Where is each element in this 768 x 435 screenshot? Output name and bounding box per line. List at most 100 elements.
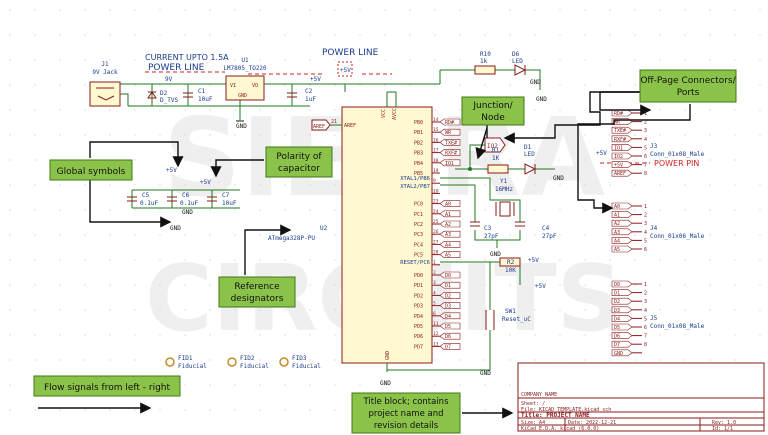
connector-pin-num: 6 <box>644 247 647 253</box>
resistor-r10: R10 1k <box>474 51 496 75</box>
sw1-value: Reset_uC <box>502 316 531 323</box>
c1-value: 10uF <box>198 96 213 103</box>
connector-net: D7 <box>614 342 620 348</box>
gnd-caps: GND <box>182 209 193 216</box>
title-block: COMPANY NAME Sheet: / File: KICAD_TEMPLA… <box>517 362 765 432</box>
svg-text:revision details: revision details <box>374 421 439 431</box>
u2-pin-num: 6 <box>433 311 436 317</box>
gnd-sw1: GND <box>480 370 491 377</box>
d6-ref: D6 <box>512 51 520 58</box>
connector-net: D4 <box>614 316 620 322</box>
svg-text:Node: Node <box>481 113 505 123</box>
tb-tool: KiCad E.D.A. kicad (6.0.0) <box>521 426 599 432</box>
plus5-flag-label: +5V <box>340 67 351 74</box>
tb-rev: Rev: 1.0 <box>712 420 736 426</box>
u2-pin-num: 2 <box>433 270 436 276</box>
connector-pin-num: 1 <box>644 111 647 117</box>
r2-value: 10K <box>505 267 516 274</box>
u2-left-pin-name: XTAL1/PB6 <box>400 176 430 182</box>
connector-net: RD# <box>614 111 623 117</box>
callout-offpage: Off-Page Connectors/ Ports <box>639 69 737 103</box>
aref-num: 21 <box>331 119 337 125</box>
svg-text:Reference: Reference <box>234 282 280 292</box>
u2-avcc: AVCC <box>392 108 398 120</box>
cap-c2: C2 1uF <box>287 88 316 103</box>
jack-j1: J1 9V Jack <box>89 61 121 107</box>
connector-net: D3 <box>614 308 620 314</box>
resistor-r1: R1 1K <box>487 147 509 174</box>
u2-vcc-wire <box>386 91 397 107</box>
u2-net-label: D6 <box>445 334 451 340</box>
d6-value: LED <box>512 58 523 65</box>
u2-value: ATmega328P-PU <box>268 235 315 242</box>
u2-pin-name: PD5 <box>414 324 423 330</box>
u2-pin-name: PD7 <box>414 344 423 350</box>
gnd-global: GND <box>170 225 181 232</box>
junction-dot <box>468 167 472 171</box>
fiducials: FID1 Fiducial FID2 Fiducial FID3 Fiducia… <box>165 355 321 370</box>
u2-pin-name: PC2 <box>414 222 423 228</box>
u2-pin-num: 25 <box>433 219 439 225</box>
connector-net: A3 <box>614 230 620 236</box>
u2-pin-name: PD4 <box>414 314 423 320</box>
connector-net: A5 <box>614 247 620 253</box>
u2-pin-name: PD1 <box>414 283 423 289</box>
fid1-value: Fiducial <box>178 363 207 370</box>
j5-ref: J5 <box>650 315 658 322</box>
u2-pin-name: PC1 <box>414 212 423 218</box>
u2-net-label: RD# <box>445 120 454 126</box>
fid3-ref: FID3 <box>292 355 307 362</box>
u2-pin-num: 1 <box>433 260 436 266</box>
u2-pin-num: 11 <box>433 321 439 327</box>
c2-value: 1uF <box>305 96 316 103</box>
u2-net-label: D2 <box>445 293 451 299</box>
svg-text:capacitor: capacitor <box>278 164 320 174</box>
connector-pin-num: 7 <box>644 334 647 340</box>
tb-file: File: KICAD_TEMPLATE.kicad_sch <box>521 407 611 413</box>
cap-c4: C4 27pF <box>515 221 557 240</box>
connector-pin-num: 2 <box>644 120 647 126</box>
label-9v: 9V <box>165 76 173 83</box>
svg-text:Title block; contains: Title block; contains <box>362 397 449 407</box>
c5-ref: C5 <box>142 192 150 199</box>
c3-value: 27pF <box>484 233 499 240</box>
u2-pin-num: 9 <box>433 178 436 184</box>
y1-ref: Y1 <box>500 178 508 185</box>
u2-net-label: D7 <box>445 344 451 350</box>
u2-vcc: VCC <box>381 109 387 118</box>
label-5v-r2b: +5V <box>535 283 546 290</box>
label-5v-u1: +5V <box>310 76 321 83</box>
d2-value: D_TVS <box>160 97 178 104</box>
tb-size: Size: A4 <box>521 420 545 426</box>
gnd-crystal: GND <box>490 251 501 258</box>
callout-offpage-line2: Ports <box>677 88 700 98</box>
u2-pin-name: PC3 <box>414 232 423 238</box>
cap-c1: C1 10uF <box>183 88 213 103</box>
j1-ref: J1 <box>101 61 109 68</box>
u2-pin-name: PB3 <box>414 151 423 157</box>
connector-net: D0 <box>614 282 620 288</box>
u2-pin-num: 26 <box>433 229 439 235</box>
u2-pin-name: PC0 <box>414 202 423 208</box>
callout-global-text: Global symbols <box>57 167 126 177</box>
gnd-d1: GND <box>553 175 564 182</box>
c6-ref: C6 <box>182 192 190 199</box>
led-d6: D6 LED <box>512 51 527 76</box>
u2-pin-num: 3 <box>433 280 436 286</box>
diode-d2: D2 D_TVS <box>147 90 178 104</box>
cap-c3: C3 27pF <box>470 221 499 240</box>
j4-value: Conn_01x06_Male <box>650 233 705 240</box>
u2-net-label: A0 <box>445 202 451 208</box>
u1-vi: VI <box>230 83 236 89</box>
gnd-d6-b: GND <box>536 96 547 103</box>
connector-pin-num: 3 <box>644 221 647 227</box>
tb-date: Date: 2022-12-21 <box>568 420 616 426</box>
callout-arrows <box>38 91 691 419</box>
r1-value: 1K <box>492 155 500 162</box>
callout-flow-text: Flow signals from left - right <box>44 383 171 393</box>
u2-left-pin-name: RESET/PC6 <box>400 260 430 266</box>
u2-pin-num: 16 <box>433 137 439 143</box>
crystal-y1: Y1 16MHz <box>495 178 515 217</box>
